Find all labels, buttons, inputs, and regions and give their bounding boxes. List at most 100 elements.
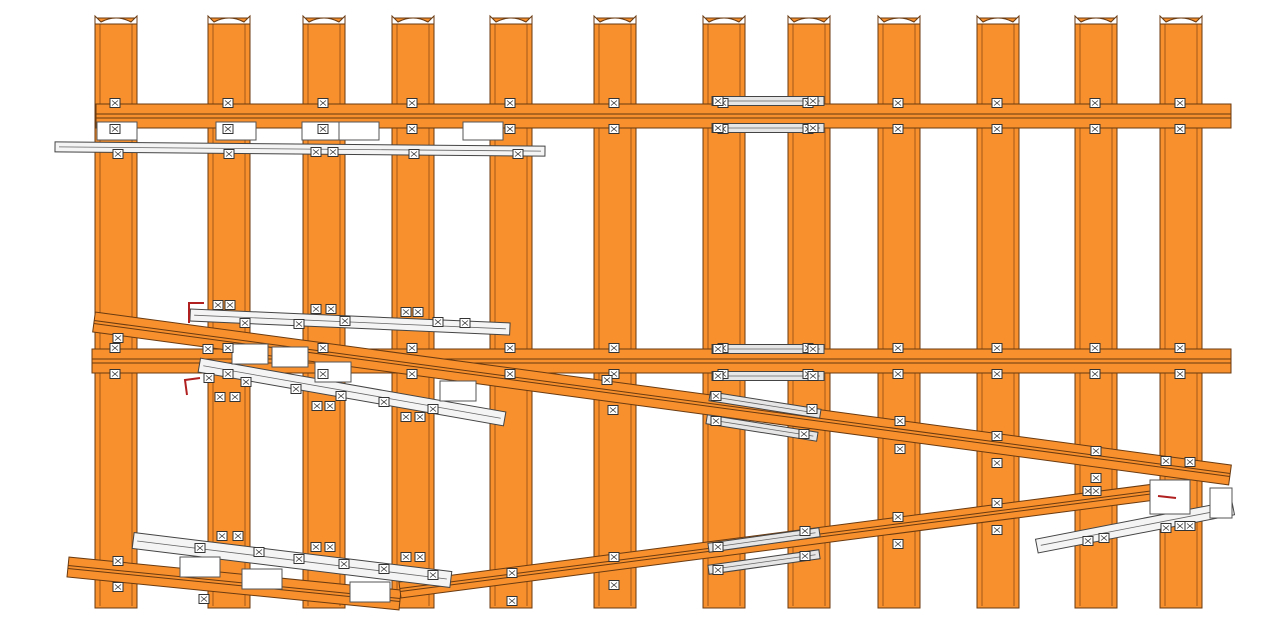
clip-mark xyxy=(603,377,611,383)
clip-mark xyxy=(1092,488,1100,494)
fastening-clip xyxy=(1090,486,1102,496)
switch-block xyxy=(462,121,504,141)
clip-mark xyxy=(292,386,300,392)
fastening-clip xyxy=(991,124,1003,134)
clip-mark xyxy=(894,100,902,106)
clip-mark xyxy=(894,371,902,377)
fastening-clip xyxy=(1090,473,1102,483)
clip-mark xyxy=(319,371,327,377)
clip-mark xyxy=(408,126,416,132)
clip-mark xyxy=(609,407,617,413)
clip-mark xyxy=(255,549,263,555)
clip-mark xyxy=(341,318,349,324)
switch-assembly-right-centerline xyxy=(1040,508,1230,546)
fastening-clip xyxy=(799,526,811,536)
clip-mark xyxy=(506,126,514,132)
switch-block xyxy=(349,581,391,603)
fastening-clip xyxy=(1174,521,1186,531)
clip-mark xyxy=(295,556,303,562)
clip-mark xyxy=(896,446,904,452)
fastening-clip xyxy=(512,149,524,159)
fastening-clip xyxy=(799,551,811,561)
clip-mark xyxy=(1176,523,1184,529)
fastening-clip xyxy=(214,392,226,402)
clip-mark xyxy=(1186,459,1194,465)
fastening-clip xyxy=(1174,369,1186,379)
fastening-clip xyxy=(290,384,302,394)
switch-assembly-bottom xyxy=(131,532,453,588)
fastening-clip xyxy=(1184,521,1196,531)
clip-mark xyxy=(714,346,722,352)
fastening-clip xyxy=(427,404,439,414)
clip-mark xyxy=(896,418,904,424)
sleeper-end-cap xyxy=(787,14,831,25)
fastening-clip xyxy=(991,98,1003,108)
clip-mark xyxy=(506,371,514,377)
switch-assembly-top-centerline xyxy=(59,146,541,152)
rail-body xyxy=(66,556,402,611)
rail-joint-centerline xyxy=(713,396,817,414)
fastening-clip xyxy=(608,552,620,562)
fastening-clip xyxy=(1089,343,1101,353)
fastening-clip xyxy=(712,565,724,575)
clip-mark xyxy=(800,431,808,437)
clip-mark xyxy=(993,126,1001,132)
clip-mark xyxy=(1176,126,1184,132)
fastening-clips-layer xyxy=(109,96,1196,606)
clip-mark xyxy=(408,100,416,106)
clip-mark xyxy=(402,554,410,560)
fastening-clip xyxy=(608,124,620,134)
fastening-clip xyxy=(311,401,323,411)
fastening-clip xyxy=(459,318,471,328)
fastening-clip xyxy=(432,317,444,327)
clip-mark xyxy=(214,302,222,308)
clip-mark xyxy=(1092,448,1100,454)
clip-mark xyxy=(231,394,239,400)
fastening-clip xyxy=(1160,456,1172,466)
fastening-clip xyxy=(712,96,724,106)
clip-mark xyxy=(809,346,817,352)
fastening-clip xyxy=(807,96,819,106)
fastening-clip xyxy=(1090,446,1102,456)
sleeper-end-cap xyxy=(1159,14,1203,25)
diverging-rail-upper xyxy=(92,311,1232,486)
clip-mark xyxy=(894,126,902,132)
rail-joint xyxy=(707,549,821,575)
clip-mark xyxy=(610,345,618,351)
clip-mark xyxy=(313,403,321,409)
clip-mark xyxy=(1176,345,1184,351)
clip-mark xyxy=(894,345,902,351)
switch-assembly-bottom-centerline xyxy=(137,540,447,580)
clip-mark xyxy=(416,414,424,420)
clip-mark xyxy=(1100,535,1108,541)
fastening-clip xyxy=(608,343,620,353)
clip-mark xyxy=(1162,525,1170,531)
clip-mark xyxy=(414,309,422,315)
clip-mark xyxy=(234,533,242,539)
switch-block xyxy=(1209,487,1233,519)
clip-mark xyxy=(508,570,516,576)
switch-block xyxy=(231,343,269,365)
clip-mark xyxy=(408,371,416,377)
clip-mark xyxy=(416,554,424,560)
fastening-clip xyxy=(710,416,722,426)
rail-joint-centerline xyxy=(712,554,816,570)
clip-mark xyxy=(380,399,388,405)
fastening-clip xyxy=(202,344,214,354)
sleeper-end-cap xyxy=(207,14,251,25)
clip-mark xyxy=(1186,523,1194,529)
fastening-clip xyxy=(1089,124,1101,134)
fastening-clip xyxy=(212,300,224,310)
fastening-clip xyxy=(414,552,426,562)
clip-mark xyxy=(114,335,122,341)
fastening-clip xyxy=(601,375,613,385)
sleeper-end-cap xyxy=(877,14,921,25)
clip-mark xyxy=(1176,100,1184,106)
clip-mark xyxy=(894,514,902,520)
fastening-clip xyxy=(807,371,819,381)
rod-tip-red xyxy=(183,377,201,396)
fastening-clip xyxy=(325,304,337,314)
fastening-clip xyxy=(991,369,1003,379)
fastening-clip xyxy=(894,444,906,454)
